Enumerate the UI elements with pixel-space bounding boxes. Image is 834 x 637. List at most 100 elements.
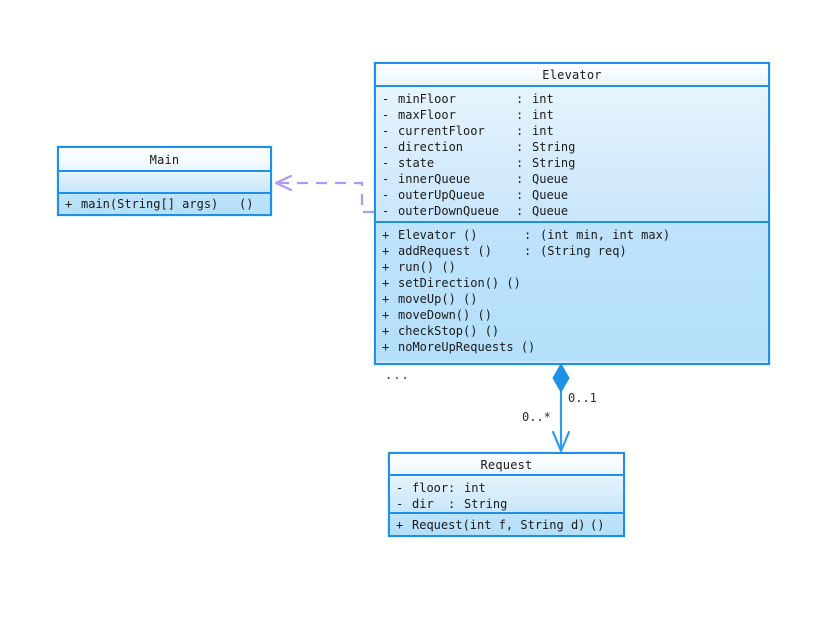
table-row: + moveUp() () <box>376 291 768 307</box>
member-name: currentFloor <box>398 124 485 138</box>
table-row: - direction : String <box>376 139 768 155</box>
member-visibility: + <box>382 340 390 354</box>
table-row: + addRequest () : (String req) <box>376 243 768 259</box>
table-row: - dir : String <box>390 496 623 512</box>
class-operations-elevator: + Elevator () : (int min, int max) + add… <box>376 223 768 361</box>
table-row: + Request(int f, String d) () <box>390 517 623 533</box>
member-type: Queue <box>532 172 569 186</box>
member-type: String <box>532 140 576 154</box>
class-operations-request: + Request(int f, String d) () <box>390 514 623 535</box>
member-name: maxFloor <box>398 108 456 122</box>
member-visibility: + <box>382 244 390 258</box>
member-separator: : <box>516 188 524 202</box>
table-row: - outerDownQueue : Queue <box>376 203 768 219</box>
member-type: () <box>239 197 254 211</box>
member-name: Request(int f, String d) <box>412 518 586 532</box>
member-type: String <box>532 156 576 170</box>
overflow-ellipsis-elevator: ... <box>385 368 410 382</box>
member-separator: : <box>516 172 524 186</box>
member-visibility: + <box>65 197 73 211</box>
member-type: Queue <box>532 188 569 202</box>
member-name: direction <box>398 140 464 154</box>
class-title-elevator: Elevator <box>376 64 768 87</box>
member-name: floor <box>412 481 449 495</box>
member-row: + main(String[] args) () <box>59 196 270 212</box>
member-name: moveDown() () <box>398 308 492 322</box>
member-name: minFloor <box>398 92 456 106</box>
member-visibility: - <box>382 204 390 218</box>
member-visibility: + <box>396 518 404 532</box>
member-visibility: - <box>382 156 390 170</box>
dependency-connector-elevator-main <box>274 174 374 214</box>
member-separator: : <box>516 140 524 154</box>
member-separator: : <box>516 124 524 138</box>
member-visibility: - <box>396 497 404 511</box>
member-type: (String req) <box>540 244 627 258</box>
member-visibility: - <box>382 124 390 138</box>
member-name: dir <box>412 497 434 511</box>
multiplicity-label-target: 0..* <box>522 410 551 424</box>
member-type: int <box>532 124 554 138</box>
table-row: - maxFloor : int <box>376 107 768 123</box>
member-type: int <box>532 92 554 106</box>
member-visibility: - <box>382 108 390 122</box>
member-separator: : <box>516 156 524 170</box>
member-name: checkStop() () <box>398 324 500 338</box>
table-row: + noMoreUpRequests () <box>376 339 768 355</box>
member-separator: : <box>516 108 524 122</box>
class-attributes-request: - floor : int - dir : String <box>390 476 623 514</box>
member-name: state <box>398 156 435 170</box>
class-box-request[interactable]: Request - floor : int - dir : String + R… <box>388 452 625 537</box>
member-name: main(String[] args) <box>81 197 219 211</box>
member-separator: : <box>448 497 456 511</box>
member-visibility: - <box>382 92 390 106</box>
member-separator: : <box>524 228 532 242</box>
table-row: - minFloor : int <box>376 91 768 107</box>
member-visibility: + <box>382 276 390 290</box>
member-name: setDirection() () <box>398 276 521 290</box>
member-name: run() () <box>398 260 456 274</box>
member-name: outerDownQueue <box>398 204 500 218</box>
member-name: Elevator () <box>398 228 478 242</box>
member-name: addRequest () <box>398 244 492 258</box>
member-visibility: + <box>382 324 390 338</box>
member-visibility: - <box>396 481 404 495</box>
class-title-request: Request <box>390 454 623 476</box>
member-type: () <box>590 518 605 532</box>
class-title-main: Main <box>59 148 270 172</box>
member-separator: : <box>516 92 524 106</box>
member-name: outerUpQueue <box>398 188 485 202</box>
member-visibility: + <box>382 292 390 306</box>
member-name: innerQueue <box>398 172 471 186</box>
member-visibility: - <box>382 140 390 154</box>
table-row: - outerUpQueue : Queue <box>376 187 768 203</box>
member-type: Queue <box>532 204 569 218</box>
table-row: + moveDown() () <box>376 307 768 323</box>
member-name: moveUp() () <box>398 292 478 306</box>
member-type: (int min, int max) <box>540 228 671 242</box>
table-row: - currentFloor : int <box>376 123 768 139</box>
table-row: + run() () <box>376 259 768 275</box>
member-type: int <box>532 108 554 122</box>
table-row: - innerQueue : Queue <box>376 171 768 187</box>
member-type: int <box>464 481 486 495</box>
member-visibility: - <box>382 188 390 202</box>
class-operations-main: + main(String[] args) () <box>59 194 270 214</box>
member-separator: : <box>516 204 524 218</box>
member-separator: : <box>448 481 456 495</box>
member-type: String <box>464 497 508 511</box>
multiplicity-label-source: 0..1 <box>568 391 597 405</box>
table-row: - state : String <box>376 155 768 171</box>
member-visibility: + <box>382 228 390 242</box>
member-visibility: - <box>382 172 390 186</box>
composition-connector-elevator-request <box>551 362 571 453</box>
member-separator: : <box>524 244 532 258</box>
class-attributes-elevator: - minFloor : int - maxFloor : int - curr… <box>376 87 768 223</box>
member-name: noMoreUpRequests () <box>398 340 536 354</box>
class-box-main[interactable]: Main + main(String[] args) () <box>57 146 272 216</box>
class-box-elevator[interactable]: Elevator - minFloor : int - maxFloor : i… <box>374 62 770 365</box>
table-row: - floor : int <box>390 480 623 496</box>
member-visibility: + <box>382 260 390 274</box>
table-row: + setDirection() () <box>376 275 768 291</box>
